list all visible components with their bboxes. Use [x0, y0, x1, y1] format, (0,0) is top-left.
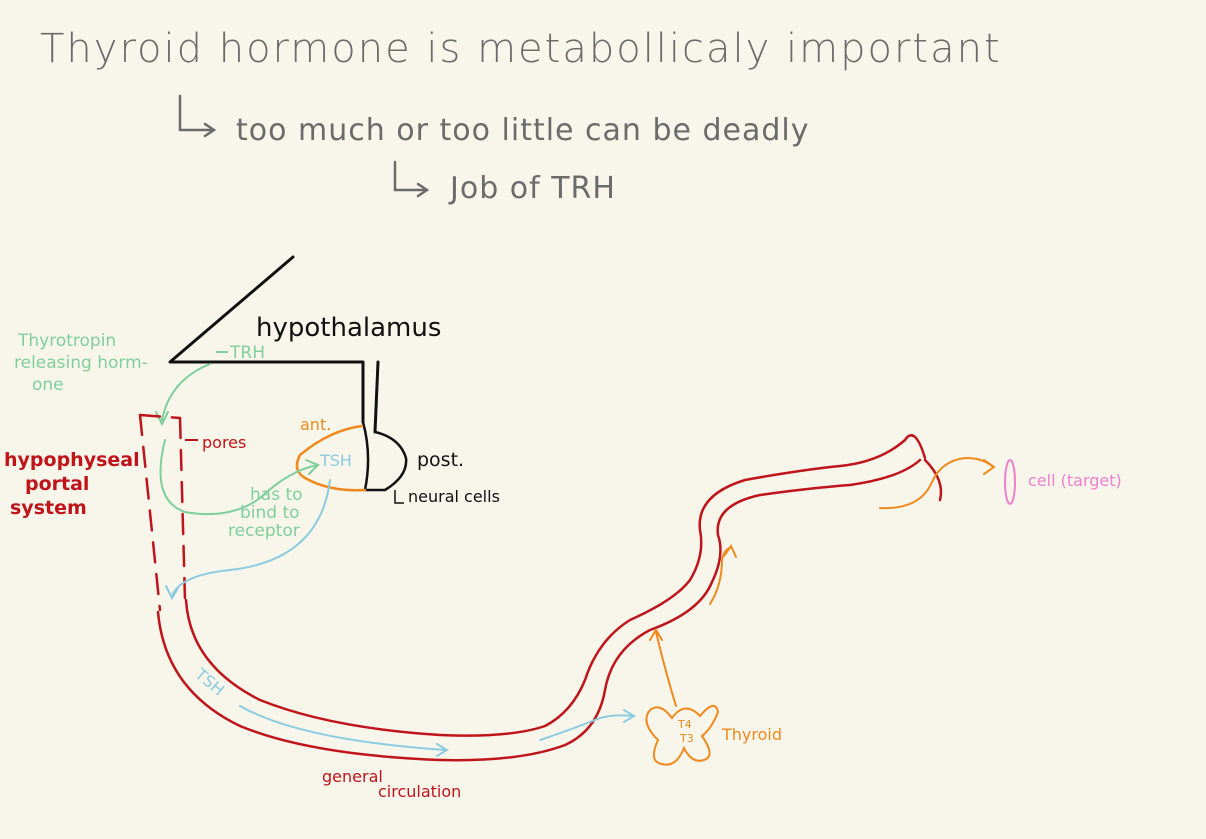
posterior-pituitary [361, 420, 408, 492]
t4-label: T4 [677, 718, 692, 731]
tsh-vessel-label: TSH [191, 664, 228, 700]
blood-vessel [156, 434, 943, 762]
bind-line3: receptor [228, 521, 300, 541]
trh-full-line1: Thyrotropin [17, 331, 116, 351]
post-label: post. [417, 449, 464, 471]
subtitle-job-of-trh: Job of TRH [448, 171, 616, 206]
trh-full-line3: one [32, 375, 64, 395]
subtitle-deadly: too much or too little can be deadly [236, 113, 810, 148]
neural-cells-bracket [394, 490, 404, 504]
arrow-icon-2 [393, 160, 430, 198]
ant-label: ant. [300, 415, 331, 434]
circulation-label: circulation [378, 782, 461, 801]
arrow-icon-1 [178, 94, 217, 138]
pores-label: pores [202, 433, 246, 452]
portal-label-line3: system [10, 497, 87, 519]
tsh-flow-arrows [239, 705, 636, 757]
trh-label: TRH [229, 343, 265, 363]
tsh-gland-label: TSH [319, 451, 352, 470]
thyroid-gland [645, 705, 720, 766]
hypothalamus-label: hypothalamus [256, 313, 441, 343]
neural-cells-label: neural cells [408, 487, 500, 506]
page-title: Thyroid hormone is metabollicaly importa… [40, 26, 1002, 72]
target-cell [1004, 459, 1016, 505]
trh-full-line2: releasing horm- [14, 353, 148, 373]
anterior-pituitary [295, 424, 367, 492]
bind-line1: has to [250, 485, 303, 505]
t3-label: T3 [679, 732, 694, 745]
thyroid-label: Thyroid [721, 725, 782, 744]
hypothalamus-outline [168, 255, 380, 434]
general-label: general [322, 767, 383, 786]
cell-target-label: cell (target) [1028, 471, 1122, 490]
bind-line2: bind to [240, 503, 300, 523]
portal-label-line2: portal [25, 473, 89, 495]
portal-system [138, 413, 187, 612]
tsh-arrow [165, 479, 331, 601]
portal-label-line1: hypophyseal [4, 449, 140, 471]
hormone-flow-arrows [649, 456, 996, 707]
